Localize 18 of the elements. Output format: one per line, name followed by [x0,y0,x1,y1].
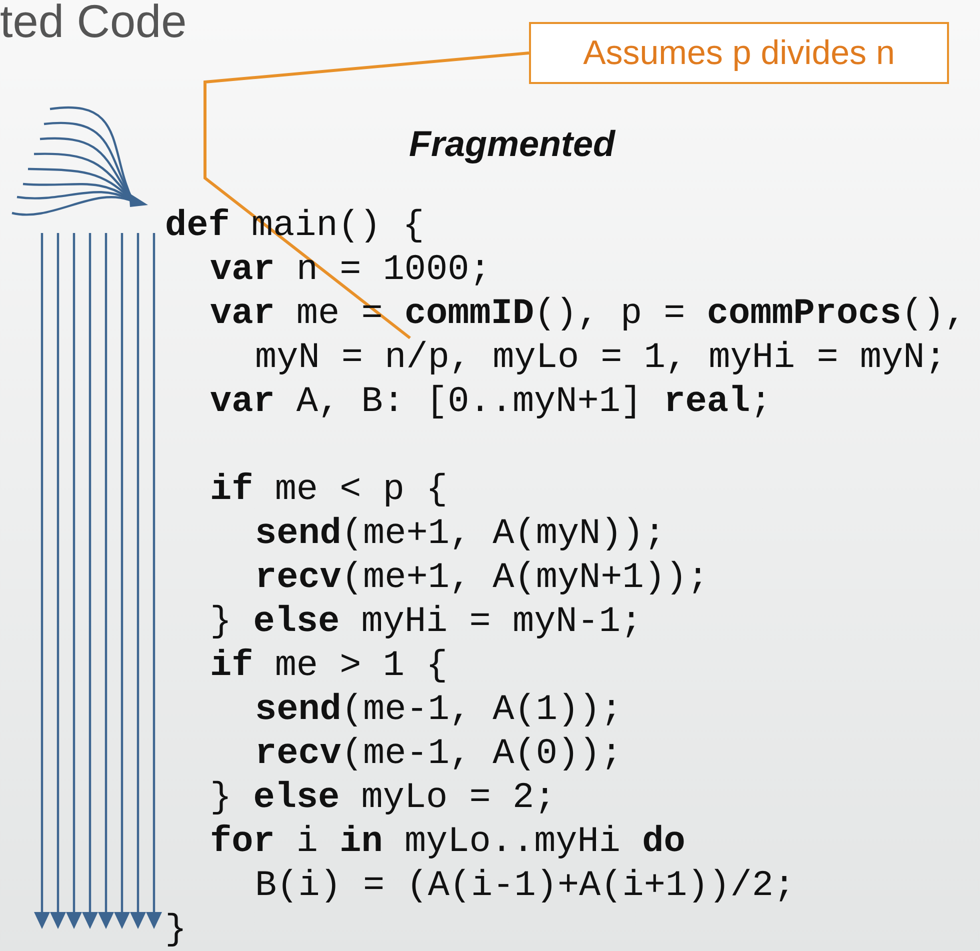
code-line: var A, B: [0..myN+1] real; [210,382,772,422]
slide-title: ted Code [0,0,187,48]
code-heading: Fragmented [408,122,616,166]
code-line: if me > 1 { [210,646,448,686]
code-line: if me < p { [210,470,448,510]
code-line: } [165,910,187,950]
callout-box: Assumes p divides n [529,22,949,84]
code-line: var n = 1000; [210,250,491,290]
code-line: } else myHi = myN-1; [210,602,642,642]
code-line: } else myLo = 2; [210,778,556,818]
code-line: send(me-1, A(1)); [255,690,622,730]
code-line: recv(me+1, A(myN+1)); [255,558,709,598]
code-line: recv(me-1, A(0)); [255,734,622,774]
code-line: B(i) = (A(i-1)+A(i+1))/2; [255,866,796,906]
code-line: send(me+1, A(myN)); [255,514,666,554]
code-line: for i in myLo..myHi do [210,822,686,862]
leader-line [204,52,530,340]
code-line: myN = n/p, myLo = 1, myHi = myN; [255,338,946,378]
